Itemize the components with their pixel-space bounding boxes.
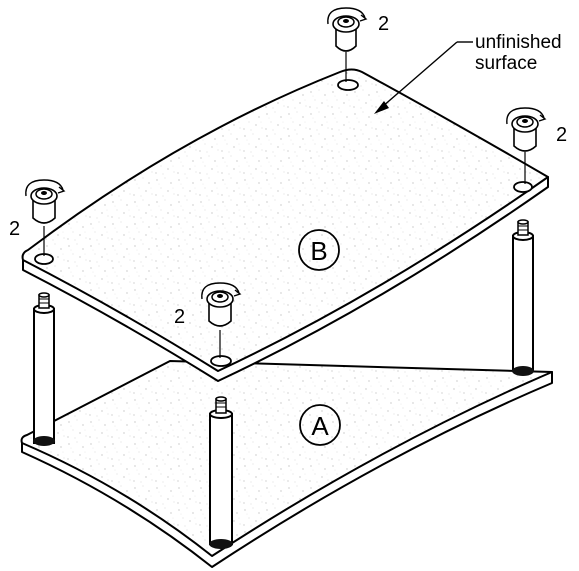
post-front <box>209 396 233 549</box>
knob-front <box>201 282 242 358</box>
panel-label-a: A <box>299 404 341 446</box>
panel-b-letter: B <box>310 236 327 266</box>
callout-leader <box>374 41 473 114</box>
hole-top <box>337 79 359 91</box>
post-back-right <box>512 219 534 376</box>
callout-text-line2: surface <box>475 53 537 74</box>
quantity-label-left: 2 <box>9 218 20 240</box>
hole-front <box>210 355 232 367</box>
quantity-label-front: 2 <box>174 306 185 328</box>
callout-text-line1: unfinished <box>475 32 562 53</box>
knob-left <box>25 179 66 256</box>
post-back-left <box>33 292 55 446</box>
panel-label-b: B <box>298 229 340 271</box>
quantity-label-top: 2 <box>378 13 389 35</box>
panel-a-letter: A <box>311 411 329 441</box>
knob-top <box>327 7 368 82</box>
hole-right <box>513 181 533 193</box>
quantity-label-right: 2 <box>556 124 567 146</box>
panel-a <box>20 360 553 568</box>
knob-right <box>506 107 547 184</box>
panel-b <box>21 68 549 382</box>
